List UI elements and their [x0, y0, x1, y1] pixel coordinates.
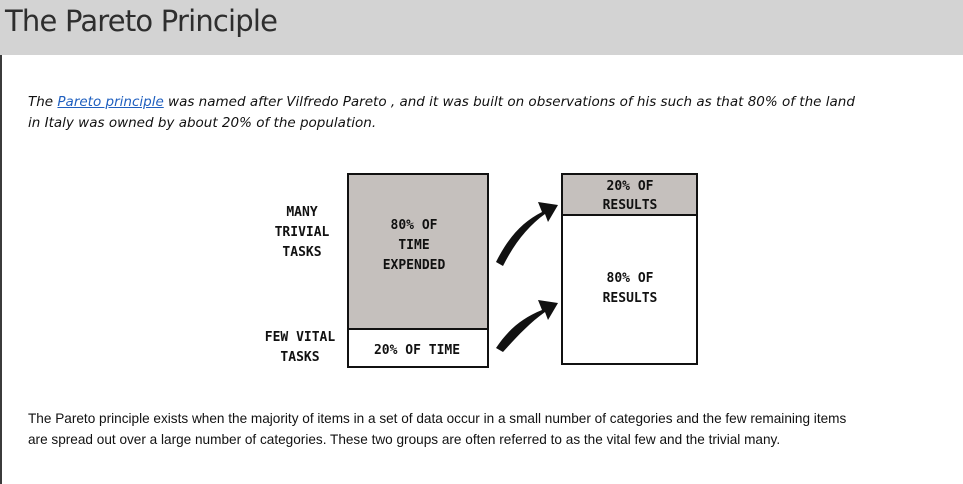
left-border [0, 0, 2, 484]
page-title: The Pareto Principle [5, 4, 278, 38]
results-bottom-line-1: 80% OF [607, 271, 654, 286]
body-line-2: are spread out over a large number of ca… [28, 432, 781, 447]
results-bottom-line-2: RESULTS [603, 291, 658, 306]
lower-arrow-icon [496, 300, 558, 352]
time-top-line-1: 80% OF [391, 218, 438, 233]
time-box-white [347, 328, 489, 368]
pareto-principle-link[interactable]: Pareto principle [57, 94, 164, 110]
label-trivial: TRIVIAL [275, 225, 330, 240]
title-bar: The Pareto Principle [0, 0, 963, 55]
label-tasks-vital: TASKS [280, 350, 319, 365]
intro-suffix: was named after Vilfredo Pareto , and it… [163, 94, 855, 110]
results-box-shaded [561, 173, 698, 216]
body-line-1: The Pareto principle exists when the maj… [28, 411, 847, 426]
time-box-shaded [347, 173, 489, 330]
intro-paragraph: The Pareto principle was named after Vil… [28, 92, 963, 134]
results-top-line-2: RESULTS [603, 198, 658, 213]
label-tasks-trivial: TASKS [282, 245, 321, 260]
time-top-line-3: EXPENDED [383, 258, 446, 273]
time-top-line-2: TIME [398, 238, 429, 253]
label-many: MANY [286, 205, 317, 220]
upper-arrow-icon [496, 202, 558, 266]
intro-line-1: The Pareto principle was named after Vil… [28, 92, 963, 113]
results-top-line-1: 20% OF [607, 179, 654, 194]
intro-line-2: in Italy was owned by about 20% of the p… [28, 115, 377, 131]
intro-prefix: The [28, 94, 58, 110]
results-box-white [561, 214, 698, 365]
label-few-vital: FEW VITAL [265, 330, 336, 345]
body-paragraph: The Pareto principle exists when the maj… [28, 408, 963, 450]
time-bottom-label: 20% OF TIME [374, 343, 460, 358]
